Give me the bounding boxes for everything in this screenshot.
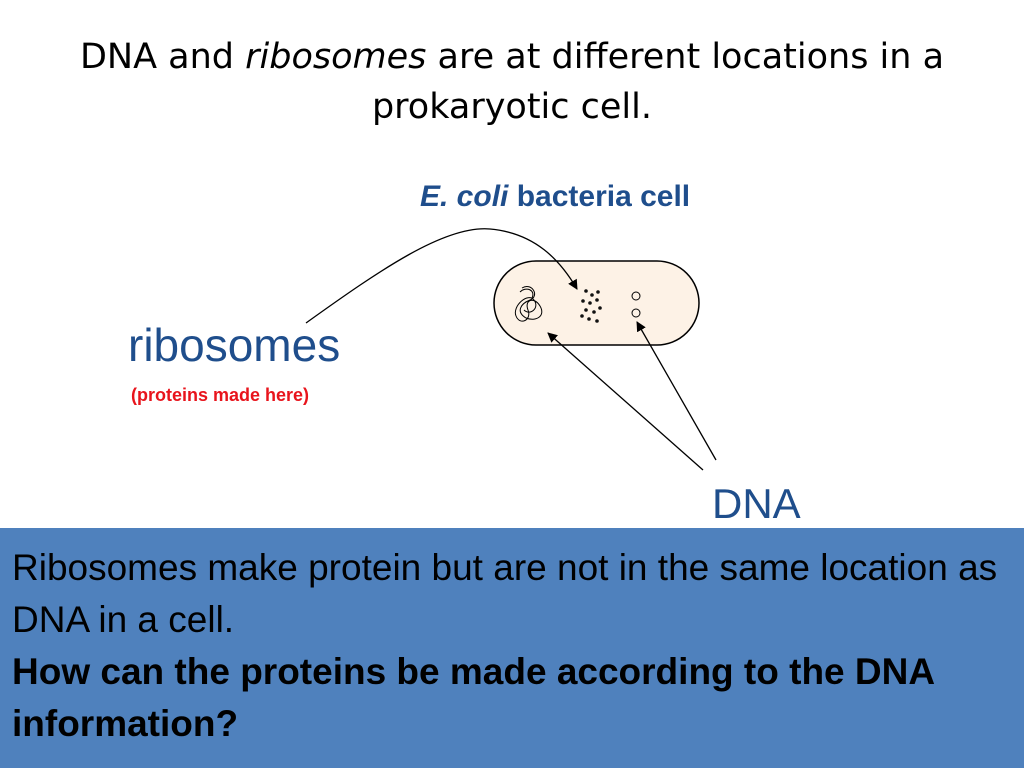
ribosome-dot [596,290,600,294]
arrow-dna-to-plasmid [636,321,717,461]
plasmid-circles [631,291,641,318]
title-text-part1: DNA and [79,37,246,77]
ribosome-dot [584,308,588,312]
ribosome-dot [587,317,591,321]
callout-question: How can the proteins be made according t… [12,651,934,744]
ribosomes-label: ribosomes [128,319,341,371]
ribosome-dot [590,293,594,297]
plasmid-circle [631,308,641,318]
title-text-part2: are at different locations in a prokaryo… [371,37,945,127]
arrow-dna-to-nucleoid [547,332,704,471]
callout-statement: Ribosomes make protein but are not in th… [12,547,998,640]
ribosome-dot [595,298,599,302]
ribosome-dots [580,289,602,323]
cell-title-rest: bacteria cell [508,180,691,213]
ribosome-dot [588,301,592,305]
title-text-italic: ribosomes [245,37,427,77]
slide-title: DNA and ribosomes are at different locat… [40,32,984,132]
ribosome-dot [584,289,588,293]
ribosomes-note: (proteins made here) [131,385,310,405]
dna-nucleoid-shape [514,286,543,322]
ribosome-dot [595,319,599,323]
plasmid-circle [631,291,641,301]
arrow-ribosomes [305,228,578,324]
callout-box: Ribosomes make protein but are not in th… [0,528,1024,768]
ribosome-dot [592,310,596,314]
dna-label: DNA [712,480,801,527]
ribosome-dot [580,314,584,318]
cell-title-species: E. coli [420,180,509,213]
ribosome-dot [598,306,602,310]
ribosome-dot [581,299,585,303]
bacteria-cell-body [493,260,700,346]
cell-title: E. coli bacteria cell [420,180,690,214]
